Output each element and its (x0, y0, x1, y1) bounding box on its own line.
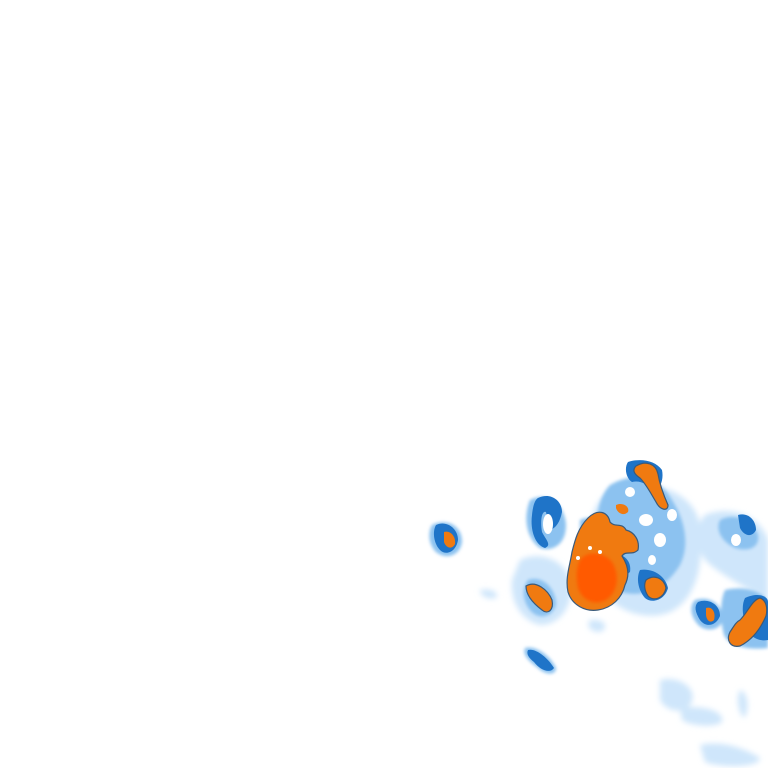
intense-precip-layer (576, 553, 617, 603)
contour-outlines (525, 462, 768, 647)
clear-gaps (543, 487, 741, 565)
